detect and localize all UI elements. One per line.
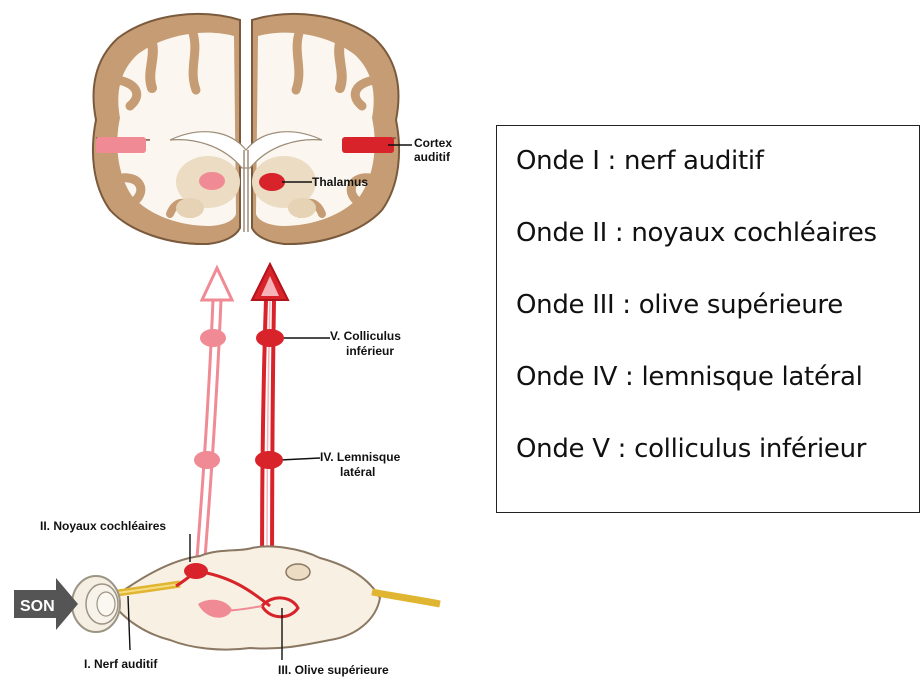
- lemnisque-label-line2: latéral: [340, 465, 375, 479]
- son-label: SON: [20, 598, 55, 615]
- colliculus-label-line2: inférieur: [346, 344, 394, 358]
- legend-item-onde-1: Onde I : nerf auditif: [516, 146, 764, 176]
- nerf-label: I. Nerf auditif: [84, 657, 158, 671]
- noyaux-label: II. Noyaux cochléaires: [40, 519, 166, 533]
- auditory-cortex-right: [342, 137, 394, 153]
- light-lemnisque-node: [194, 451, 220, 469]
- thalamus-label: Thalamus: [312, 175, 368, 189]
- thalamus-marker-right: [259, 173, 285, 191]
- auditory-cortex-left: [96, 137, 146, 153]
- legend-item-onde-2: Onde II : noyaux cochléaires: [516, 218, 877, 248]
- light-colliculus-node: [200, 329, 226, 347]
- ear-cochlea-icon: [72, 576, 120, 632]
- brainstem-outline: [110, 546, 380, 649]
- dark-colliculus-node: [256, 329, 284, 347]
- legend-item-onde-5: Onde V : colliculus inférieur: [516, 434, 866, 464]
- dark-lemnisque-node: [255, 451, 283, 469]
- pathway-light: [194, 268, 232, 596]
- cortex-label-line2: auditif: [414, 150, 451, 164]
- thalamus-marker-left: [199, 172, 225, 190]
- brainstem-section: [80, 546, 440, 649]
- wave-legend-box: Onde I : nerf auditif Onde II : noyaux c…: [496, 125, 920, 513]
- light-pathway-arrowhead: [202, 268, 232, 300]
- legend-item-onde-4: Onde IV : lemnisque latéral: [516, 362, 863, 392]
- brain-coronal-section: [93, 14, 399, 244]
- colliculus-label-line1: V. Colliculus: [330, 329, 401, 343]
- olive-label: III. Olive supérieure: [278, 663, 389, 677]
- sound-arrow-icon: SON: [14, 578, 78, 630]
- cortex-label-line1: Cortex: [414, 136, 452, 150]
- legend-item-onde-3: Onde III : olive supérieure: [516, 290, 843, 320]
- lemnisque-label-line1: IV. Lemnisque: [320, 450, 401, 464]
